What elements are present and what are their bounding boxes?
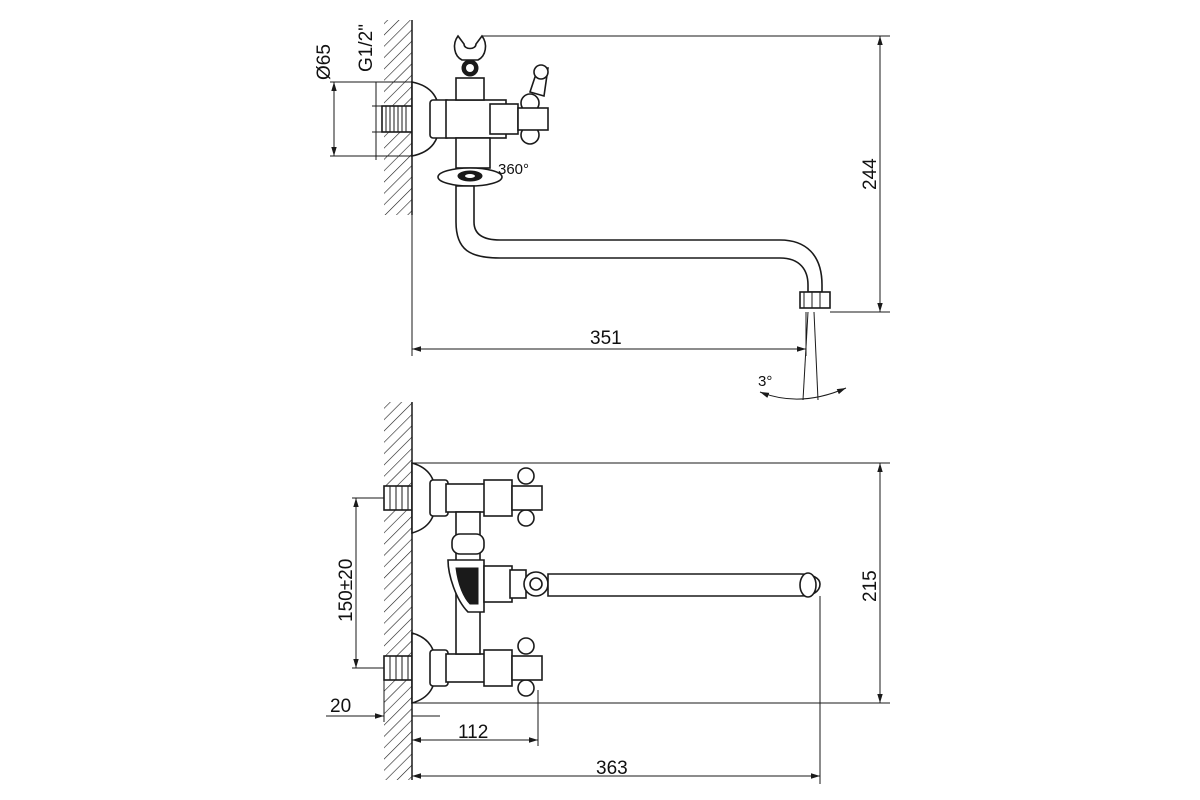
diverter (447, 533, 485, 613)
width-label: 215 (860, 570, 881, 602)
depth-label: 112 (458, 722, 488, 743)
upper-inlet (383, 461, 543, 535)
offset-label: 20 (330, 696, 351, 717)
swivel-ring (437, 167, 503, 187)
reach-label: 351 (590, 328, 622, 349)
diameter-label: Ø65 (314, 44, 335, 80)
side-view (330, 20, 890, 401)
spout (455, 185, 823, 293)
spacing-label: 150±20 (336, 559, 357, 622)
top-view (326, 402, 890, 784)
rotation-label: 360° (498, 161, 529, 178)
spout-top (547, 573, 821, 597)
angle-label: 3° (758, 373, 772, 390)
thread-label: G1/2" (356, 24, 377, 72)
handle (517, 64, 549, 145)
inlet-thread (381, 105, 413, 133)
total-length-label: 363 (596, 758, 628, 779)
lower-inlet (383, 631, 543, 705)
shower-holder (453, 34, 487, 101)
aerator (799, 291, 831, 309)
height-label: 244 (860, 158, 881, 190)
wall-hatch-top (384, 402, 413, 780)
